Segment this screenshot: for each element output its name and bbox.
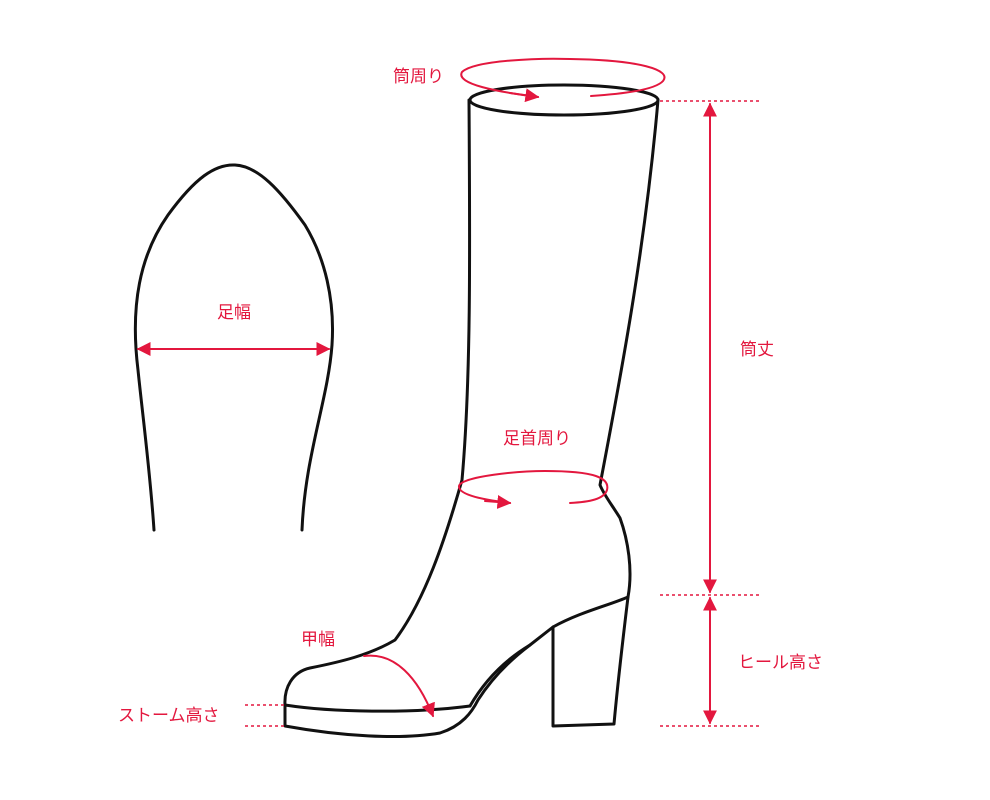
shaft-circumference-arrow (509, 88, 540, 103)
boot-heel-top-line (551, 595, 630, 629)
instep-width-arrow (363, 654, 435, 718)
platform-height-label: ストーム高さ (118, 706, 220, 726)
ankle-circumference-arrow (484, 495, 512, 509)
shaft-height-label: 筒丈 (740, 340, 774, 360)
boot-top-opening (468, 83, 660, 117)
foot-sole-outline (133, 163, 334, 532)
boot-sole-line (283, 703, 472, 713)
instep-width-label: 甲幅 (301, 630, 335, 650)
foot-width-label: 足幅 (217, 303, 251, 323)
boot-arch-line (468, 643, 532, 708)
ankle-circumference-arc (458, 469, 609, 504)
shaft-circumference-arc (460, 57, 666, 98)
shaft-circumference-label: 筒周り (393, 67, 444, 87)
ankle-circumference-label: 足首周り (503, 429, 571, 449)
heel-height-label: ヒール高さ (738, 653, 823, 673)
boot-outline (283, 98, 660, 738)
